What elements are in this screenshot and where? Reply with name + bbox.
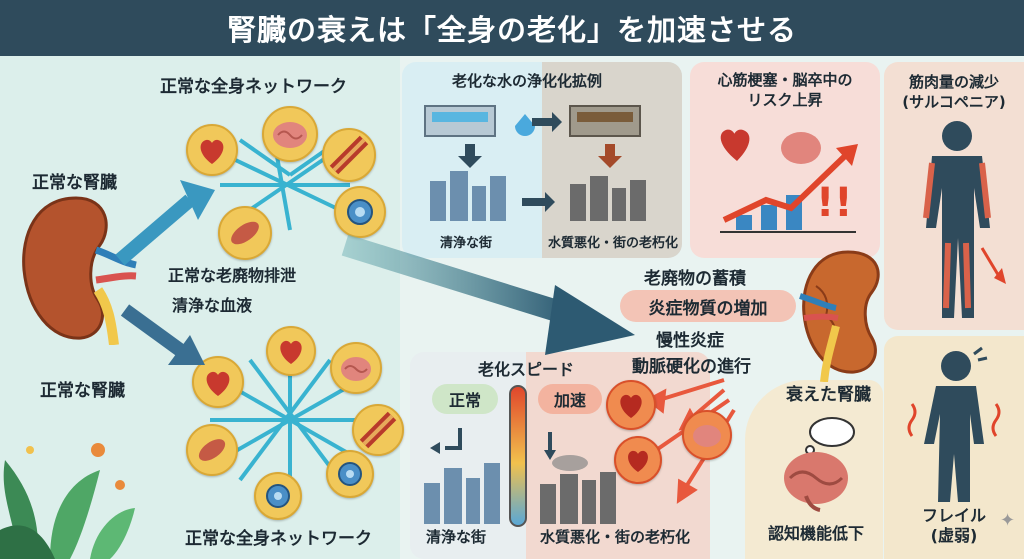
node-muscle-bottom-icon <box>186 424 238 476</box>
node-cell-bottom-2-icon <box>254 472 302 520</box>
heart-risk-title: 心筋梗塞・脳卒中の リスク上昇 <box>717 71 853 109</box>
node-cell-icon <box>334 186 386 238</box>
speed-normal-pill: 正常 <box>432 384 498 414</box>
speed-clean-city-label: 清浄な街 <box>426 528 487 546</box>
speed-cities-image <box>424 428 616 524</box>
frail-title: フレイル (虚弱) <box>921 506 986 545</box>
node-brain-icon <box>262 106 318 162</box>
frail-star-icon: ✦ <box>1000 510 1016 531</box>
aged-kidney-label: 衰えた腎臓 <box>786 385 871 405</box>
label-kidney-top: 正常な腎臓 <box>32 173 117 193</box>
label-blood: 清浄な血液 <box>172 296 253 315</box>
speed-title: 老化スピード <box>478 360 575 379</box>
page-title: 腎臓の衰えは「全身の老化」を加速させる <box>0 0 1024 56</box>
water-treatment-image <box>424 105 646 221</box>
kidney-arrows <box>115 180 215 365</box>
speed-fast-pill: 加速 <box>538 384 602 414</box>
label-waste: 正常な老廃物排泄 <box>168 266 297 285</box>
cognitive-label: 認知機能低下 <box>768 524 865 543</box>
effect-waste-accum: 老廃物の蓄積 <box>644 269 746 289</box>
inflamed-heart-2-icon <box>614 436 662 484</box>
label-network-top: 正常な全身ネットワーク <box>160 77 347 97</box>
inflamed-brain-icon <box>682 410 732 460</box>
label-network-bottom: 正常な全身ネットワーク <box>185 529 372 549</box>
label-kidney-bottom: 正常な腎臓 <box>40 381 125 401</box>
node-heart-icon <box>186 124 238 176</box>
network-bottom-arrows <box>210 355 370 482</box>
effect-inflam-increase: 炎症物質の増加 <box>620 290 796 322</box>
node-vessel-bottom-icon <box>352 404 404 456</box>
frail-body-image <box>907 346 1001 502</box>
speed-bad-city-label: 水質悪化・街の老朽化 <box>540 528 691 546</box>
aging-big-arrow <box>341 234 635 355</box>
node-cell-bottom-icon <box>326 450 374 498</box>
node-brain-bottom-icon <box>330 342 382 394</box>
muscle-body-image <box>923 121 1006 318</box>
effect-chronic: 慢性炎症 <box>656 331 724 351</box>
inflamed-heart-icon <box>606 380 656 430</box>
speed-thermometer-image <box>509 385 527 527</box>
plant-decoration <box>0 443 135 559</box>
heart-risk-exclaim: !! <box>816 180 853 226</box>
normal-kidney-image <box>22 196 137 345</box>
node-vessel-icon <box>322 128 376 182</box>
water-clean-city-label: 清浄な街 <box>440 236 493 251</box>
node-heart-bottom-2-icon <box>266 326 316 376</box>
water-bad-city-label: 水質悪化・街の老朽化 <box>548 236 679 251</box>
aged-kidney-image <box>799 250 880 382</box>
heart-risk-chart-image <box>720 129 858 233</box>
water-title: 老化な水の浄化化拡例 <box>452 72 603 90</box>
node-muscle-icon <box>218 206 272 260</box>
muscle-title: 筋肉量の減少 (サルコペニア) <box>902 73 1006 111</box>
effect-arterio: 動脈硬化の進行 <box>632 357 751 377</box>
cognitive-brain-image <box>784 417 855 512</box>
